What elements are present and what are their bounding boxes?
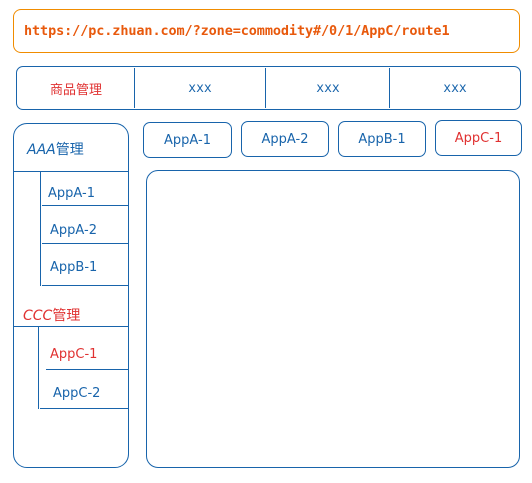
url-text: https://pc.zhuan.com/?zone=commodity#/0/… — [24, 23, 450, 39]
nav-item-3[interactable]: xxx — [316, 80, 340, 96]
sidebar-item-appa-1[interactable]: AppA-1 — [48, 186, 95, 201]
divider — [40, 408, 128, 409]
sidebar-item-appc-1[interactable]: AppC-1 — [50, 347, 98, 362]
divider — [14, 326, 128, 327]
group-suffix: 管理 — [55, 142, 84, 158]
divider — [42, 243, 128, 244]
nav-item-2[interactable]: xxx — [188, 80, 212, 96]
sidebar-item-appb-1[interactable]: AppB-1 — [50, 260, 98, 275]
tab-appa-2[interactable]: AppA-2 — [241, 121, 329, 157]
sidebar-item-appa-2[interactable]: AppA-2 — [50, 223, 97, 238]
url-bar[interactable]: https://pc.zhuan.com/?zone=commodity#/0/… — [13, 9, 520, 53]
divider — [42, 205, 128, 206]
nav-divider — [134, 68, 135, 108]
group-suffix: 管理 — [52, 308, 81, 324]
sidebar: AAA管理 AppA-1 AppA-2 AppB-1 CCC管理 AppC-1 … — [13, 123, 129, 468]
nav-item-4[interactable]: xxx — [443, 80, 467, 96]
nav-divider — [265, 68, 266, 108]
group-prefix: AAA — [27, 142, 56, 158]
tree-line — [38, 327, 39, 409]
divider — [46, 369, 128, 370]
tab-appc-1[interactable]: AppC-1 — [435, 120, 522, 156]
nav-divider — [389, 68, 390, 108]
content-area — [146, 170, 520, 468]
divider — [14, 171, 128, 172]
group-prefix: CCC — [23, 308, 53, 324]
tab-appa-1[interactable]: AppA-1 — [143, 122, 232, 158]
tree-line — [40, 172, 41, 286]
nav-item-commodity-management[interactable]: 商品管理 — [49, 82, 102, 98]
sidebar-group-aaa-title[interactable]: AAA管理 — [27, 139, 84, 159]
divider — [42, 285, 128, 286]
sidebar-group-ccc-title[interactable]: CCC管理 — [23, 305, 80, 325]
sidebar-item-appc-2[interactable]: AppC-2 — [53, 386, 101, 401]
top-nav: 商品管理 xxx xxx xxx — [16, 66, 521, 110]
tab-appb-1[interactable]: AppB-1 — [338, 121, 426, 157]
